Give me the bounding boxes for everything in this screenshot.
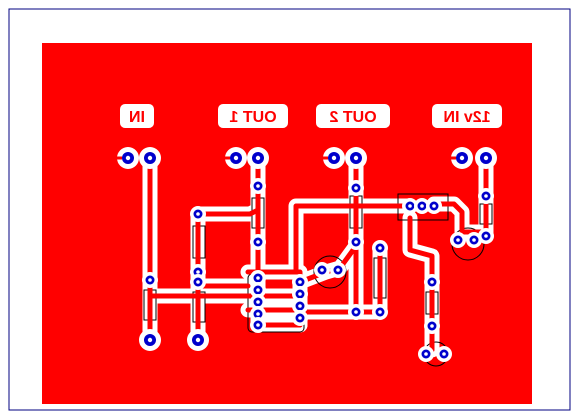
thermal-spoke (224, 156, 230, 160)
drill-hole (430, 324, 434, 328)
drill-hole (256, 323, 260, 327)
label-input: IN (129, 109, 145, 126)
label-plate-12v (432, 104, 502, 128)
drill-hole (354, 240, 358, 244)
drill-hole (472, 238, 476, 242)
label-plate-out2 (316, 104, 390, 128)
drill-hole (420, 204, 424, 208)
capacitor-c1-outline (313, 255, 347, 289)
drill-hole (483, 155, 489, 161)
drill-hole (298, 304, 302, 308)
drill-hole (354, 186, 358, 190)
drill-hole (408, 204, 412, 208)
drill-hole (430, 280, 434, 284)
drill-hole (459, 155, 465, 161)
drill-hole (256, 184, 260, 188)
drill-hole (196, 280, 200, 284)
drill-hole (196, 212, 200, 216)
drill-hole (354, 310, 358, 314)
drill-hole (256, 240, 260, 244)
drill-hole (298, 316, 302, 320)
drill-hole (484, 194, 488, 198)
drill-hole (196, 270, 200, 274)
pads (116, 147, 497, 362)
thermal-spoke (116, 156, 122, 160)
label-output-1: OUT 1 (229, 109, 276, 126)
thermal-spoke (450, 156, 456, 160)
drill-hole (233, 155, 239, 161)
drill-hole (320, 268, 324, 272)
drill-hole (256, 288, 260, 292)
drill-hole (484, 234, 488, 238)
drill-hole (298, 292, 302, 296)
drill-hole (147, 337, 153, 343)
drill-hole (336, 268, 340, 272)
drill-hole (147, 155, 153, 161)
drill-hole (255, 155, 261, 161)
drill-hole (456, 238, 460, 242)
label-plates (120, 104, 502, 128)
label-plate-out1 (218, 104, 288, 128)
drill-hole (353, 155, 359, 161)
drill-hole (432, 204, 436, 208)
drill-hole (256, 312, 260, 316)
thermal-spoke (322, 156, 328, 160)
drill-hole (378, 246, 382, 250)
drill-hole (195, 337, 201, 343)
drill-hole (442, 352, 446, 356)
label-output-2: OUT 2 (329, 109, 376, 126)
drill-hole (331, 155, 337, 161)
drill-hole (148, 278, 152, 282)
copper-pour (42, 43, 532, 404)
drill-hole (256, 276, 260, 280)
drill-hole (125, 155, 131, 161)
label-plate-in (120, 104, 154, 128)
drill-hole (378, 310, 382, 314)
label-power-input: 12v IN (443, 109, 490, 126)
drill-hole (298, 280, 302, 284)
drill-hole (424, 352, 428, 356)
drill-hole (256, 300, 260, 304)
connector-labels: IN OUT 1 OUT 2 12v IN (129, 109, 491, 126)
